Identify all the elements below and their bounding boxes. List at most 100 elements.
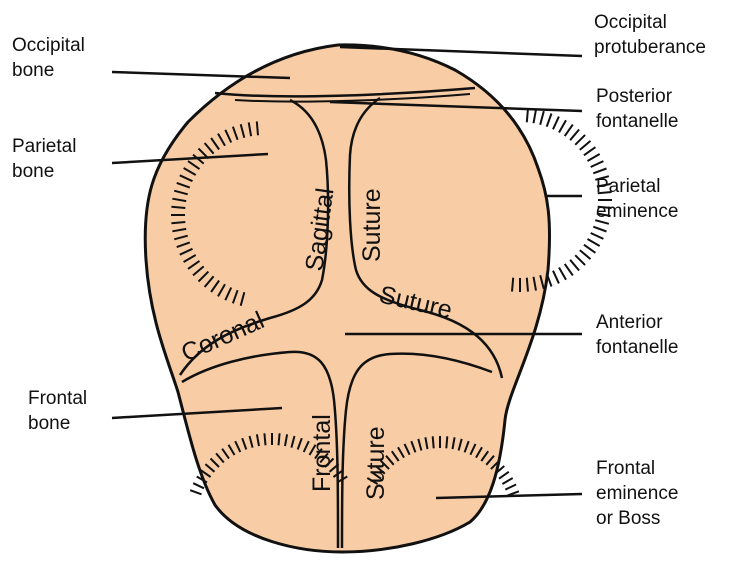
- frontal-text: Frontal: [308, 414, 336, 492]
- label-occipital-bone: Occipital bone: [12, 35, 85, 81]
- eminence-hatch-tick: [494, 465, 505, 475]
- eminence-hatch-tick: [525, 108, 529, 123]
- eminence-hatch-tick: [563, 263, 574, 276]
- eminence-hatch-tick: [431, 436, 435, 449]
- eminence-hatch-tick: [231, 126, 239, 141]
- eminence-hatch-tick: [217, 283, 226, 297]
- eminence-hatch-tick: [504, 483, 517, 491]
- eminence-hatch-tick: [451, 437, 456, 450]
- eminence-hatch-tick: [192, 482, 205, 490]
- label-occipital-protuberance: Occipital protuberance: [594, 12, 706, 58]
- eminence-hatch-tick: [183, 167, 197, 176]
- eminence-hatch-tick: [583, 146, 596, 157]
- eminence-hatch-tick: [179, 174, 193, 183]
- eminence-hatch-tick: [255, 434, 260, 447]
- label-parietal-bone: Parietal bone: [12, 136, 77, 182]
- leader-lines: [111, 45, 583, 500]
- eminence-hatch-tick: [490, 459, 501, 470]
- eminence-hatch-tick: [397, 446, 405, 459]
- eminence-hatch-tick: [403, 443, 411, 456]
- lambdoid-suture: [214, 86, 476, 98]
- eminence-hatch-tick: [539, 110, 545, 125]
- eminence-hatch-tick: [176, 241, 191, 249]
- eminence-hatch-tick: [224, 129, 233, 143]
- eminence-hatch-tick: [192, 265, 205, 277]
- leader-posterior-fontanelle: [329, 100, 583, 113]
- eminence-hatch-tick: [302, 440, 310, 453]
- eminence-hatch-tick: [511, 277, 515, 292]
- eminence-hatch-tick: [172, 197, 187, 203]
- eminence-hatch-tick: [590, 232, 604, 240]
- label-posterior-fontanelle: Posterior fontanelle: [596, 86, 679, 132]
- label-anterior-fontanelle: Anterior fontanelle: [596, 312, 679, 358]
- eminence-hatch-tick: [583, 243, 596, 254]
- eminence-hatch-tick: [569, 259, 580, 272]
- eminence-hatch-tick: [336, 475, 348, 484]
- eminence-hatch-tick: [239, 292, 246, 307]
- eminence-hatch-tick: [176, 181, 191, 189]
- eminence-hatch-tick: [463, 440, 470, 453]
- eminence-hatch-tick: [197, 270, 210, 283]
- eminence-hatch-tick: [498, 470, 510, 480]
- eminence-hatch-tick: [424, 437, 429, 450]
- right-parietal-border: [348, 96, 504, 379]
- eminence-hatch-tick: [173, 189, 188, 196]
- eminence-hatch-tick: [457, 438, 463, 451]
- eminence-hatch-tick: [296, 437, 303, 450]
- eminence-hatch-tick: [485, 455, 495, 466]
- eminence-hatch-tick: [410, 440, 417, 453]
- eminence-hatch-tick: [370, 470, 382, 480]
- eminence-hatch-tick: [469, 443, 477, 456]
- eminence-hatch-tick: [595, 175, 610, 181]
- eminence-hatch-tick: [475, 446, 483, 459]
- eminence-hatch-tick: [210, 279, 220, 293]
- leader-occipital-protuberance: [339, 45, 583, 58]
- eminence-hatch-tick: [239, 123, 246, 138]
- eminence-hatch-tick: [595, 219, 610, 225]
- eminence-hatch-tick: [183, 254, 197, 263]
- label-frontal-eminence: Frontal eminence or Boss: [596, 458, 679, 529]
- eminence-hatch-tick: [545, 113, 553, 128]
- eminence-hatch-tick: [501, 477, 514, 485]
- eminence-hatch-tick: [579, 249, 592, 260]
- eminence-hatch-tick: [532, 109, 537, 124]
- eminence-hatch-tick: [590, 160, 604, 168]
- eminence-hatch-tick: [558, 119, 567, 133]
- eminence-hatch-tick: [209, 457, 220, 468]
- eminence-hatch-tick: [319, 452, 329, 464]
- leader-parietal-bone: [111, 152, 269, 165]
- eminence-hatch-tick: [375, 465, 386, 475]
- eminence-hatch-tick: [545, 272, 553, 287]
- eminence-hatch-tick: [187, 260, 201, 270]
- eminence-hatch-tick: [221, 448, 230, 460]
- eminence-hatch-tick: [203, 142, 215, 155]
- eminence-hatch-tick: [227, 444, 236, 456]
- eminence-hatch-tick: [569, 128, 580, 141]
- eminence-hatch-tick: [203, 275, 215, 288]
- eminence-hatch-tick: [217, 133, 226, 147]
- eminence-hatch-tick: [592, 225, 607, 233]
- eminence-hatch-tick: [417, 438, 423, 451]
- skull-outline: [143, 43, 552, 554]
- eminence-hatch-tick: [587, 153, 601, 162]
- eminence-hatch-tick: [210, 137, 220, 151]
- eminence-hatch-tick: [328, 463, 340, 473]
- eminence-hatch-tick: [234, 440, 242, 453]
- eminence-hatch-tick: [189, 489, 202, 496]
- eminence-hatch-tick: [324, 457, 335, 468]
- eminence-hatch-tick: [597, 205, 612, 209]
- eminence-hatch-tick: [552, 116, 560, 130]
- eminence-hatch-tick: [480, 450, 490, 462]
- eminence-hatch-tick: [171, 221, 186, 225]
- eminence-hatch-tick: [592, 167, 607, 175]
- lambdoid-suture-lower: [234, 93, 471, 103]
- eminence-hatch-tick: [204, 463, 216, 473]
- eminence-hatch-tick: [200, 469, 212, 478]
- eminence-hatch-tick: [596, 212, 611, 217]
- eminence-hatch-tick: [263, 433, 267, 446]
- label-frontal-bone: Frontal bone: [28, 388, 88, 434]
- eminence-hatch-tick: [596, 183, 611, 188]
- eminence-hatch-tick: [179, 247, 193, 256]
- eminence-hatch-tick: [539, 275, 545, 290]
